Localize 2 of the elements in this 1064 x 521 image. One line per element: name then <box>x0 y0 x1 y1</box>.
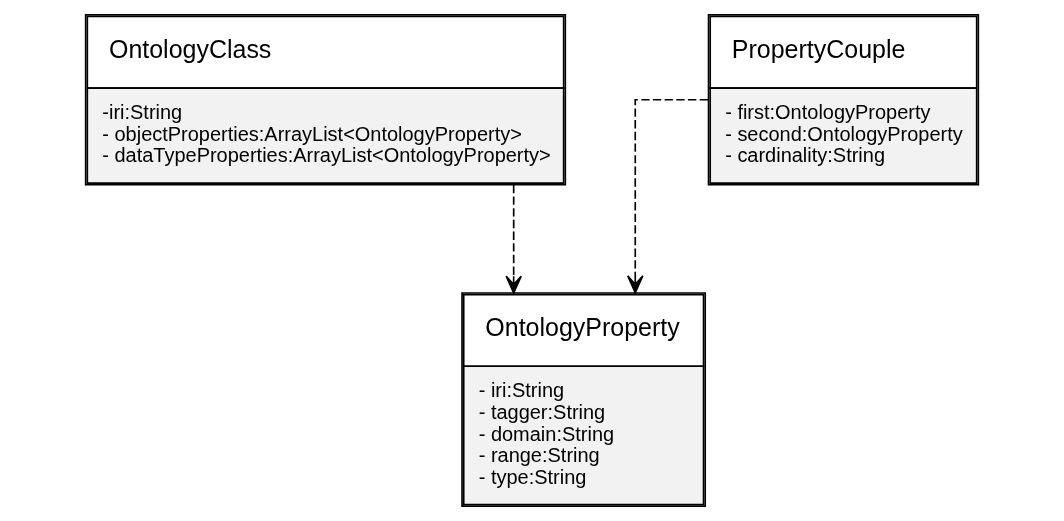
arrow <box>505 184 522 294</box>
arrow <box>626 98 709 294</box>
